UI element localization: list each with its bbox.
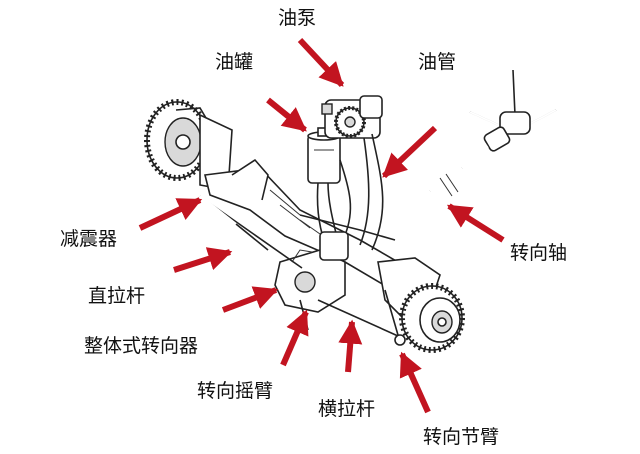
label-tie-rod: 横拉杆 [318,398,375,420]
labels: 油泵 油罐 油管 减震器 转向轴 直拉杆 整体式转向器 转向摇臂 横拉杆 转向节… [60,7,567,448]
label-steering-shaft: 转向轴 [510,242,567,264]
tie-rod [317,299,399,337]
chat-bubble-icon [517,419,544,449]
pointer-arrows [138,37,505,414]
oil-pump-arrow [297,37,345,88]
steering-knuckle-arm-arrow [399,351,431,414]
left-wheel-hub [144,99,233,191]
label-oil-pump: 油泵 [278,7,316,29]
shock-absorber-arrow [138,197,203,231]
oil-pump [321,95,383,139]
oil-tank-arrow [266,97,307,133]
label-steering-knuckle-arm: 转向节臂 [423,426,499,448]
label-shock-absorber: 减震器 [60,228,117,250]
label-drag-link: 直拉杆 [88,285,145,307]
label-integral-steering-gear: 整体式转向器 [84,335,198,357]
watermark: 悟空问答 [517,419,606,449]
label-oil-pipe: 油管 [418,51,456,73]
watermark-text: 悟空问答 [546,426,606,444]
front-axle [204,158,400,287]
steering-shaft-arrow [446,203,505,243]
oil-pipe-arrow [381,125,438,179]
right-wheel-hub [399,283,465,353]
label-oil-tank: 油罐 [215,51,253,73]
drag-link-arrow [173,247,233,273]
steering-shaft [328,142,489,258]
pitman-arm-arrow [280,309,309,367]
shock-absorber [199,194,269,252]
integral-steering-gear-arrow [221,286,279,313]
label-pitman-arm: 转向摇臂 [197,380,273,402]
tie-rod-arrow [338,319,363,373]
steering-system-illustration [144,66,563,353]
steering-wheel [463,66,563,152]
